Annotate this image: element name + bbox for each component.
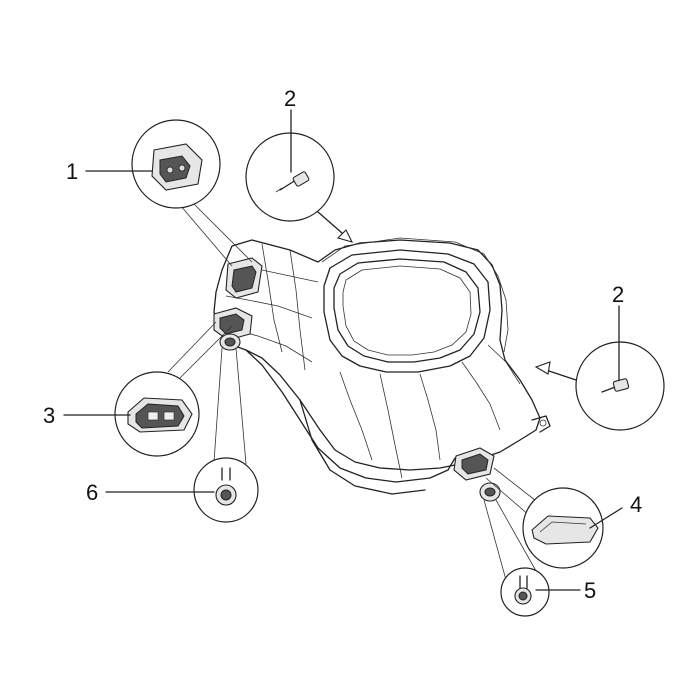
knob-socket-left — [219, 333, 241, 351]
callout-label-5: 5 — [584, 578, 596, 603]
detail-bubble-knob-5 — [483, 499, 550, 617]
callout-label-2-top: 2 — [284, 86, 296, 111]
callout-label-6: 6 — [86, 480, 98, 505]
callout-label-2-right: 2 — [612, 282, 624, 307]
detail-bubble-bulb-2a — [245, 132, 354, 243]
callout-leaders — [63, 109, 623, 591]
detail-bubble-switch-1 — [131, 119, 253, 267]
detail-bubble-switch-4 — [485, 467, 604, 569]
callout-label-3: 3 — [43, 403, 55, 428]
detail-bubble-knob-6 — [193, 347, 259, 523]
knob-socket-right — [479, 482, 501, 502]
callout-label-1: 1 — [66, 159, 78, 184]
switch-pocket-upper — [225, 257, 263, 299]
handlebar-cover-body — [213, 237, 551, 495]
detail-bubble-switch-3 — [114, 321, 233, 457]
switch-pocket-right — [453, 447, 495, 481]
switch-pocket-lower — [213, 307, 253, 341]
callout-label-4: 4 — [630, 492, 642, 517]
detail-bubble-bulb-2b — [534, 341, 665, 431]
